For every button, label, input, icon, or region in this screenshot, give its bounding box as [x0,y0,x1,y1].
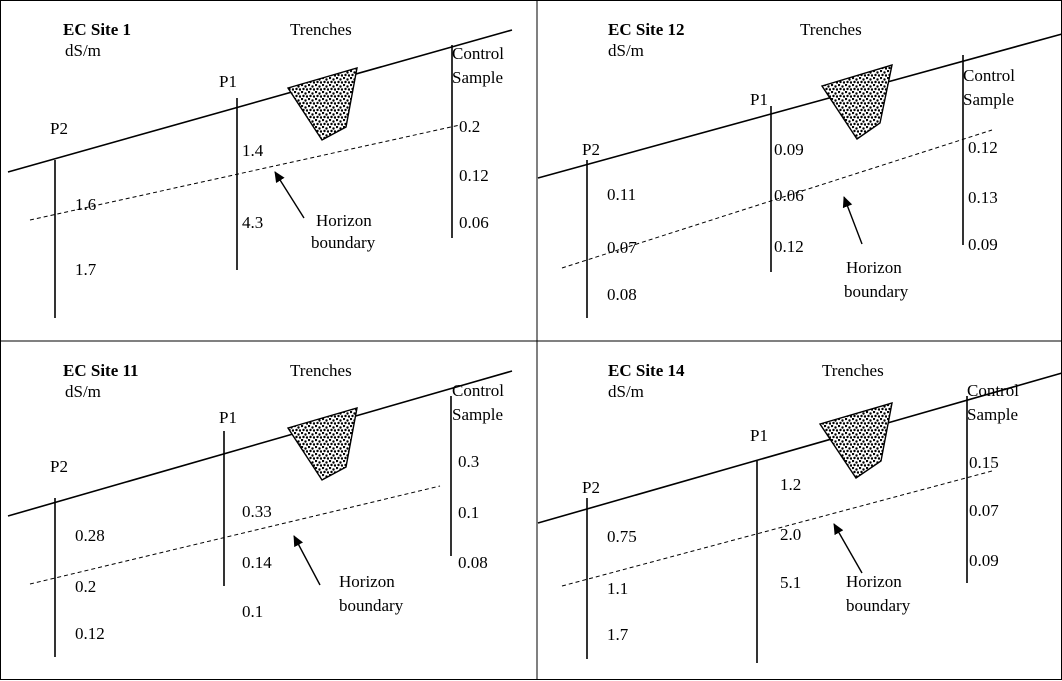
control-value: 0.1 [458,503,480,522]
panel-drawing [7,370,513,657]
p2-value: 0.28 [75,526,105,545]
p2-value: 0.12 [75,624,105,643]
control-value: 0.13 [968,188,998,207]
control-value: 0.06 [459,213,489,232]
boundary-label: boundary [844,282,909,301]
horizon-label: Horizon [339,572,395,591]
profile-p2-label: P2 [582,140,600,159]
p1-value: 0.06 [774,186,804,205]
p1-value: 0.33 [242,502,272,521]
control-value: 0.3 [458,452,480,471]
control-value: 0.09 [968,235,998,254]
p2-value: 0.2 [75,577,97,596]
horizon-arrow [293,535,321,586]
p1-value: 2.0 [780,525,802,544]
horizon-boundary-line [29,124,461,221]
ground-surface-line [7,29,513,173]
sample-label: Sample [963,90,1014,109]
p1-value: 0.09 [774,140,804,159]
horizon-label: Horizon [846,258,902,277]
p2-value: 0.75 [607,527,637,546]
control-label: Control [452,381,504,400]
unit-label: dS/m [608,382,644,401]
control-value: 0.08 [458,553,488,572]
p1-value: 0.14 [242,553,272,572]
horizon-label: Horizon [846,572,902,591]
trenches-label: Trenches [822,361,884,380]
p2-value: 1.1 [607,579,629,598]
trench-shape [286,67,358,141]
trench-shape [286,407,358,481]
control-label: Control [963,66,1015,85]
profile-p2-label: P2 [50,119,68,138]
horizon-boundary-line [29,485,441,585]
profile-p1-label: P1 [750,426,768,445]
control-value: 0.07 [969,501,999,520]
site-title: EC Site 11 [63,361,139,380]
site-title: EC Site 14 [608,361,685,380]
unit-label: dS/m [65,382,101,401]
horizon-label: Horizon [316,211,372,230]
p1-value: 0.1 [242,602,264,621]
control-label: Control [967,381,1019,400]
trenches-label: Trenches [290,361,352,380]
p1-value: 4.3 [242,213,264,232]
control-value: 0.12 [968,138,998,157]
p1-value: 5.1 [780,573,802,592]
boundary-label: boundary [846,596,911,615]
ground-surface-line [537,33,1062,179]
profile-p1-label: P1 [219,72,237,91]
site-title: EC Site 12 [608,20,685,39]
profile-p1-label: P1 [219,408,237,427]
trenches-label: Trenches [290,20,352,39]
control-value: 0.12 [459,166,489,185]
ground-surface-line [537,372,1062,524]
panel-drawing [7,29,513,318]
panel-drawing [537,372,1062,663]
horizon-boundary-line [561,129,993,269]
sample-label: Sample [967,405,1018,424]
panel-drawing [537,33,1062,318]
p2-value: 1.7 [607,625,629,644]
sample-label: Sample [452,68,503,87]
horizon-arrow [842,196,863,245]
p1-value: 0.12 [774,237,804,256]
horizon-arrow [274,171,305,219]
control-value: 0.2 [459,117,481,136]
unit-label: dS/m [608,41,644,60]
p2-value: 0.08 [607,285,637,304]
trench-shape [820,63,893,140]
control-label: Control [452,44,504,63]
sample-label: Sample [452,405,503,424]
p2-value: 1.7 [75,260,97,279]
p1-value: 1.2 [780,475,802,494]
boundary-label: boundary [339,596,404,615]
horizon-arrow [833,523,863,574]
ground-surface-line [7,370,513,517]
control-value: 0.15 [969,453,999,472]
trenches-label: Trenches [800,20,862,39]
trench-shape [818,402,893,479]
p2-value: 0.11 [607,185,637,204]
profile-p1-label: P1 [750,90,768,109]
site-title: EC Site 1 [63,20,131,39]
p2-value: 1.6 [75,195,97,214]
unit-label: dS/m [65,41,101,60]
profile-p2-label: P2 [50,457,68,476]
control-value: 0.09 [969,551,999,570]
p1-value: 1.4 [242,141,264,160]
p2-value: 0.07 [607,238,637,257]
boundary-label: boundary [311,233,376,252]
profile-p2-label: P2 [582,478,600,497]
